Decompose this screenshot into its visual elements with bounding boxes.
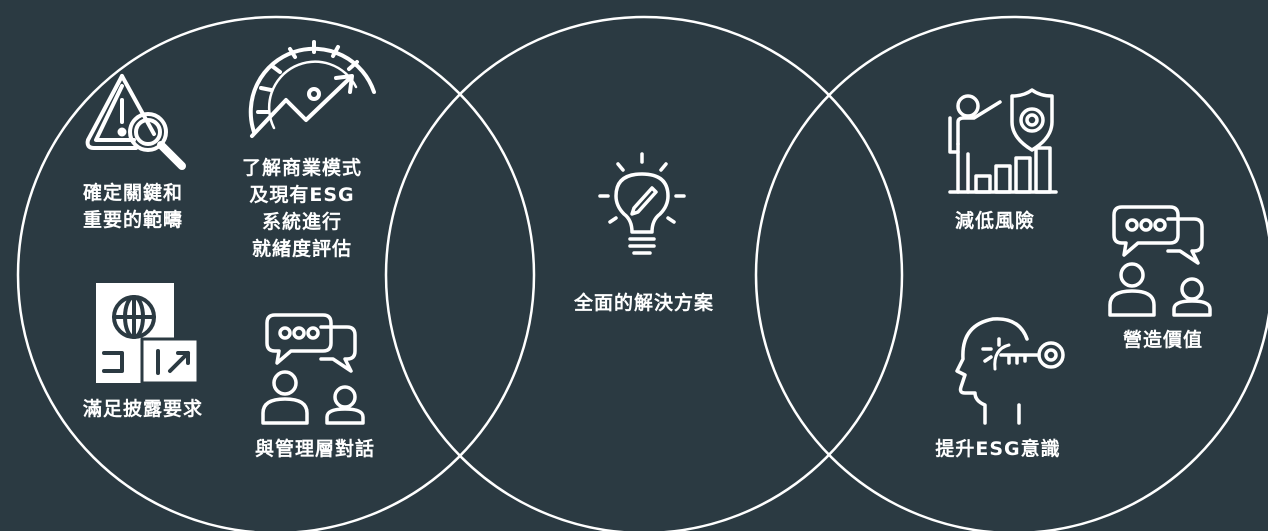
label-awareness: 提升ESG意識 [935, 438, 1061, 460]
label-solution: 全面的解決方案 [573, 292, 714, 314]
label-model-line-4: 就緒度評估 [251, 238, 352, 260]
presenter-gear-chart-icon [946, 82, 1061, 197]
label-model-line-3: 系統進行 [261, 211, 342, 233]
conversation-people-icon [1102, 205, 1217, 320]
passport-globe-icon [96, 283, 200, 385]
label-risk: 減低風險 [954, 210, 1035, 232]
middle-circle [384, 15, 904, 531]
label-value: 營造價值 [1122, 329, 1203, 351]
label-model-line-2: 及現有ESG [249, 184, 355, 206]
head-key-icon [935, 315, 1075, 425]
lightbulb-pencil-icon [594, 152, 694, 264]
conversation-people-icon [255, 313, 370, 428]
left-circle [16, 15, 536, 531]
warning-magnifier-icon [84, 70, 194, 170]
label-dialogue: 與管理層對話 [254, 438, 375, 460]
label-scope-line-1: 確定關鍵和 [82, 182, 183, 204]
label-disclosure: 滿足披露要求 [82, 398, 203, 420]
gauge-growth-arrow-icon [244, 32, 384, 142]
label-scope-line-2: 重要的範疇 [82, 209, 183, 231]
right-circle [754, 15, 1268, 531]
label-model-line-1: 了解商業模式 [241, 157, 362, 179]
